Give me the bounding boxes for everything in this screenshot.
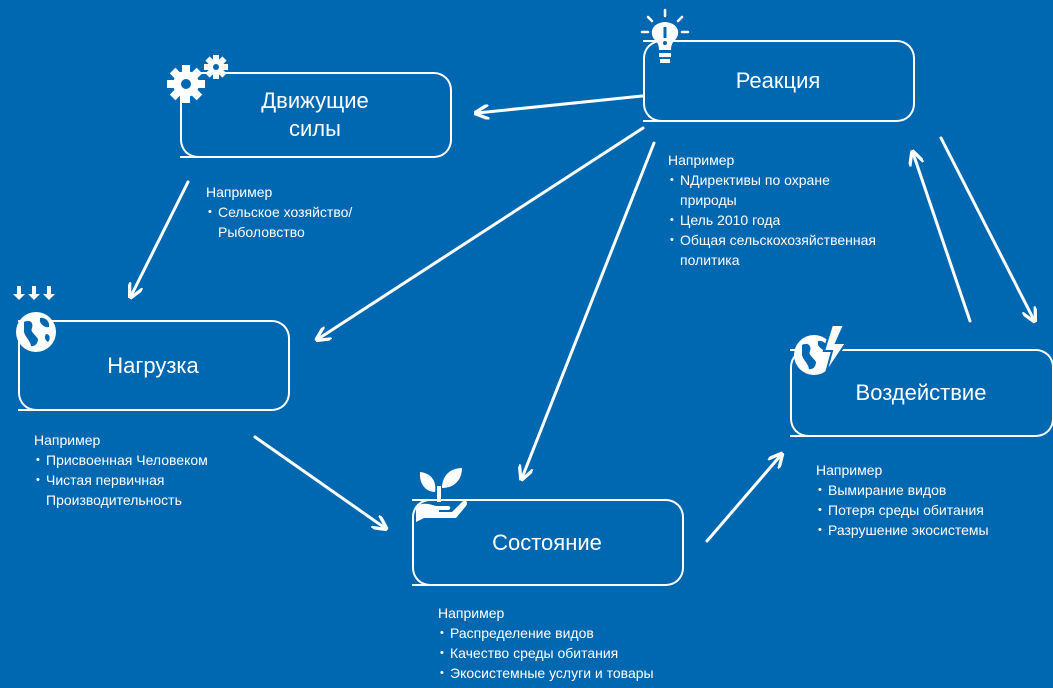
list-item: Потеря среды обитания (816, 500, 1046, 520)
examples-response: Например NДирективы по охране природы Це… (668, 150, 938, 270)
arrow-pressure-to-state (253, 435, 385, 528)
arrow-state-to-impact (705, 455, 781, 543)
list-item: Общая сельскохозяйственная политика (668, 230, 938, 270)
globe-lightning-icon (794, 324, 848, 375)
list-item: NДирективы по охране природы (668, 170, 938, 210)
node-impact-title: Воздействие (855, 380, 987, 405)
lightbulb-icon (640, 8, 690, 63)
node-impact: Воздействие (790, 349, 1053, 437)
list-item: Чистая первичная Производительность (34, 470, 274, 510)
gears-icon (167, 55, 228, 103)
node-response-title: Реакция (735, 68, 821, 93)
examples-impact-header: Например (816, 462, 883, 478)
examples-impact: Например Вымирание видов Потеря среды об… (816, 460, 1046, 540)
arrow-drivers-to-pressure (131, 180, 190, 296)
examples-drivers-header: Например (206, 184, 273, 200)
list-item: Сельское хозяйство/ Рыболовство (206, 202, 406, 242)
node-state: Состояние (412, 499, 684, 586)
list-item: Качество среды обитания (438, 643, 698, 663)
node-pressure-title: Нагрузка (107, 352, 199, 378)
list-item: Вымирание видов (816, 480, 1046, 500)
globe-pressure-icon (13, 286, 56, 352)
node-drivers-title: Движущие силы (261, 88, 369, 141)
list-item: Цель 2010 года (668, 210, 938, 230)
plant-hand-icon (416, 468, 468, 522)
examples-state-header: Например (438, 605, 505, 621)
node-drivers: Движущие силы (180, 72, 452, 158)
arrow-response-to-drivers (477, 94, 644, 113)
examples-pressure: Например Присвоенная Человеком Чистая пе… (34, 430, 274, 510)
node-state-title: Состояние (492, 529, 602, 555)
list-item: Присвоенная Человеком (34, 450, 274, 470)
node-response: Реакция (643, 40, 915, 122)
examples-response-header: Например (668, 152, 735, 168)
list-item: Экосистемные услуги и товары (438, 663, 698, 683)
arrow-response-to-impact (939, 136, 1034, 320)
arrow-response-to-pressure (318, 126, 645, 339)
list-item: Разрушение экосистемы (816, 520, 1046, 540)
list-item: Распределение видов (438, 623, 698, 643)
node-pressure: Нагрузка (18, 320, 290, 411)
examples-state: Например Распределение видов Качество ср… (438, 603, 698, 683)
examples-pressure-header: Например (34, 432, 101, 448)
arrow-response-to-state (522, 141, 656, 478)
examples-drivers: Например Сельское хозяйство/ Рыболовство (206, 182, 406, 242)
